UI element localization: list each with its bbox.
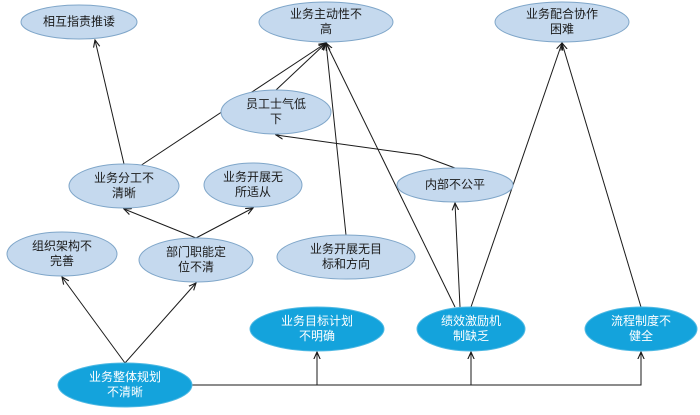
- edge-arrow: [326, 43, 456, 308]
- node-label: 流程制度不: [611, 313, 671, 328]
- nodes-layer: 相互指责推诿业务主动性不高业务配合协作困难员工士气低下业务分工不清晰业务开展无所…: [6, 1, 698, 408]
- edge-arrow: [470, 43, 562, 308]
- edge-arrow: [471, 352, 641, 386]
- node-label: 清晰: [112, 186, 136, 200]
- node-label: 业务开展无: [223, 169, 283, 184]
- node-label: 下: [270, 112, 282, 126]
- node-ellipse: [6, 231, 118, 277]
- node-label: 标和方向: [322, 256, 370, 271]
- node-label: 业务主动性不: [290, 6, 362, 21]
- edge-arrow: [275, 43, 326, 91]
- node-label: 业务配合协作: [526, 6, 598, 21]
- node-ellipse: [20, 4, 138, 40]
- diagram-node: 相互指责推诿: [20, 4, 138, 40]
- node-label: 不明确: [299, 329, 335, 343]
- edge-arrow: [276, 135, 456, 169]
- node-ellipse: [416, 306, 526, 352]
- node-label: 完善: [50, 253, 74, 268]
- node-ellipse: [584, 306, 698, 352]
- node-label: 内部不公平: [425, 177, 485, 192]
- node-label: 绩效激励机: [441, 313, 501, 328]
- node-label: 业务分工不: [94, 170, 154, 185]
- node-ellipse: [396, 167, 514, 203]
- node-label: 位不清: [178, 259, 214, 274]
- edge-arrow: [455, 203, 461, 308]
- node-label: 组织架构不: [32, 238, 92, 253]
- node-label: 相互指责推诿: [43, 14, 115, 29]
- edge-arrow: [192, 352, 317, 386]
- node-ellipse: [276, 234, 416, 280]
- node-ellipse: [57, 362, 193, 408]
- node-ellipse: [258, 1, 394, 43]
- node-ellipse: [203, 162, 303, 208]
- node-ellipse: [494, 1, 630, 43]
- node-label: 业务目标计划: [281, 313, 353, 328]
- edge-arrow: [195, 208, 253, 239]
- edge-arrow: [562, 43, 642, 308]
- node-ellipse: [68, 163, 180, 209]
- node-label: 高: [320, 21, 332, 36]
- edge-arrow: [317, 352, 471, 386]
- node-label: 困难: [550, 22, 574, 36]
- node-label: 健全: [629, 328, 653, 343]
- node-ellipse: [249, 306, 385, 352]
- node-label: 部门职能定: [166, 244, 226, 259]
- node-label: 业务整体规划: [89, 369, 161, 384]
- edge-arrow: [62, 277, 126, 364]
- node-label: 制缺乏: [453, 328, 489, 343]
- edge-arrow: [124, 209, 197, 239]
- node-ellipse: [138, 237, 254, 283]
- node-label: 不清晰: [107, 385, 143, 399]
- diagram-node: 内部不公平: [396, 167, 514, 203]
- node-ellipse: [220, 89, 332, 135]
- edge-arrow: [326, 43, 347, 236]
- node-label: 业务开展无目: [310, 241, 382, 256]
- edge-arrow: [124, 283, 196, 364]
- node-label: 员工士气低: [246, 96, 306, 111]
- node-label: 所适从: [235, 185, 271, 199]
- edge-arrow: [95, 40, 125, 165]
